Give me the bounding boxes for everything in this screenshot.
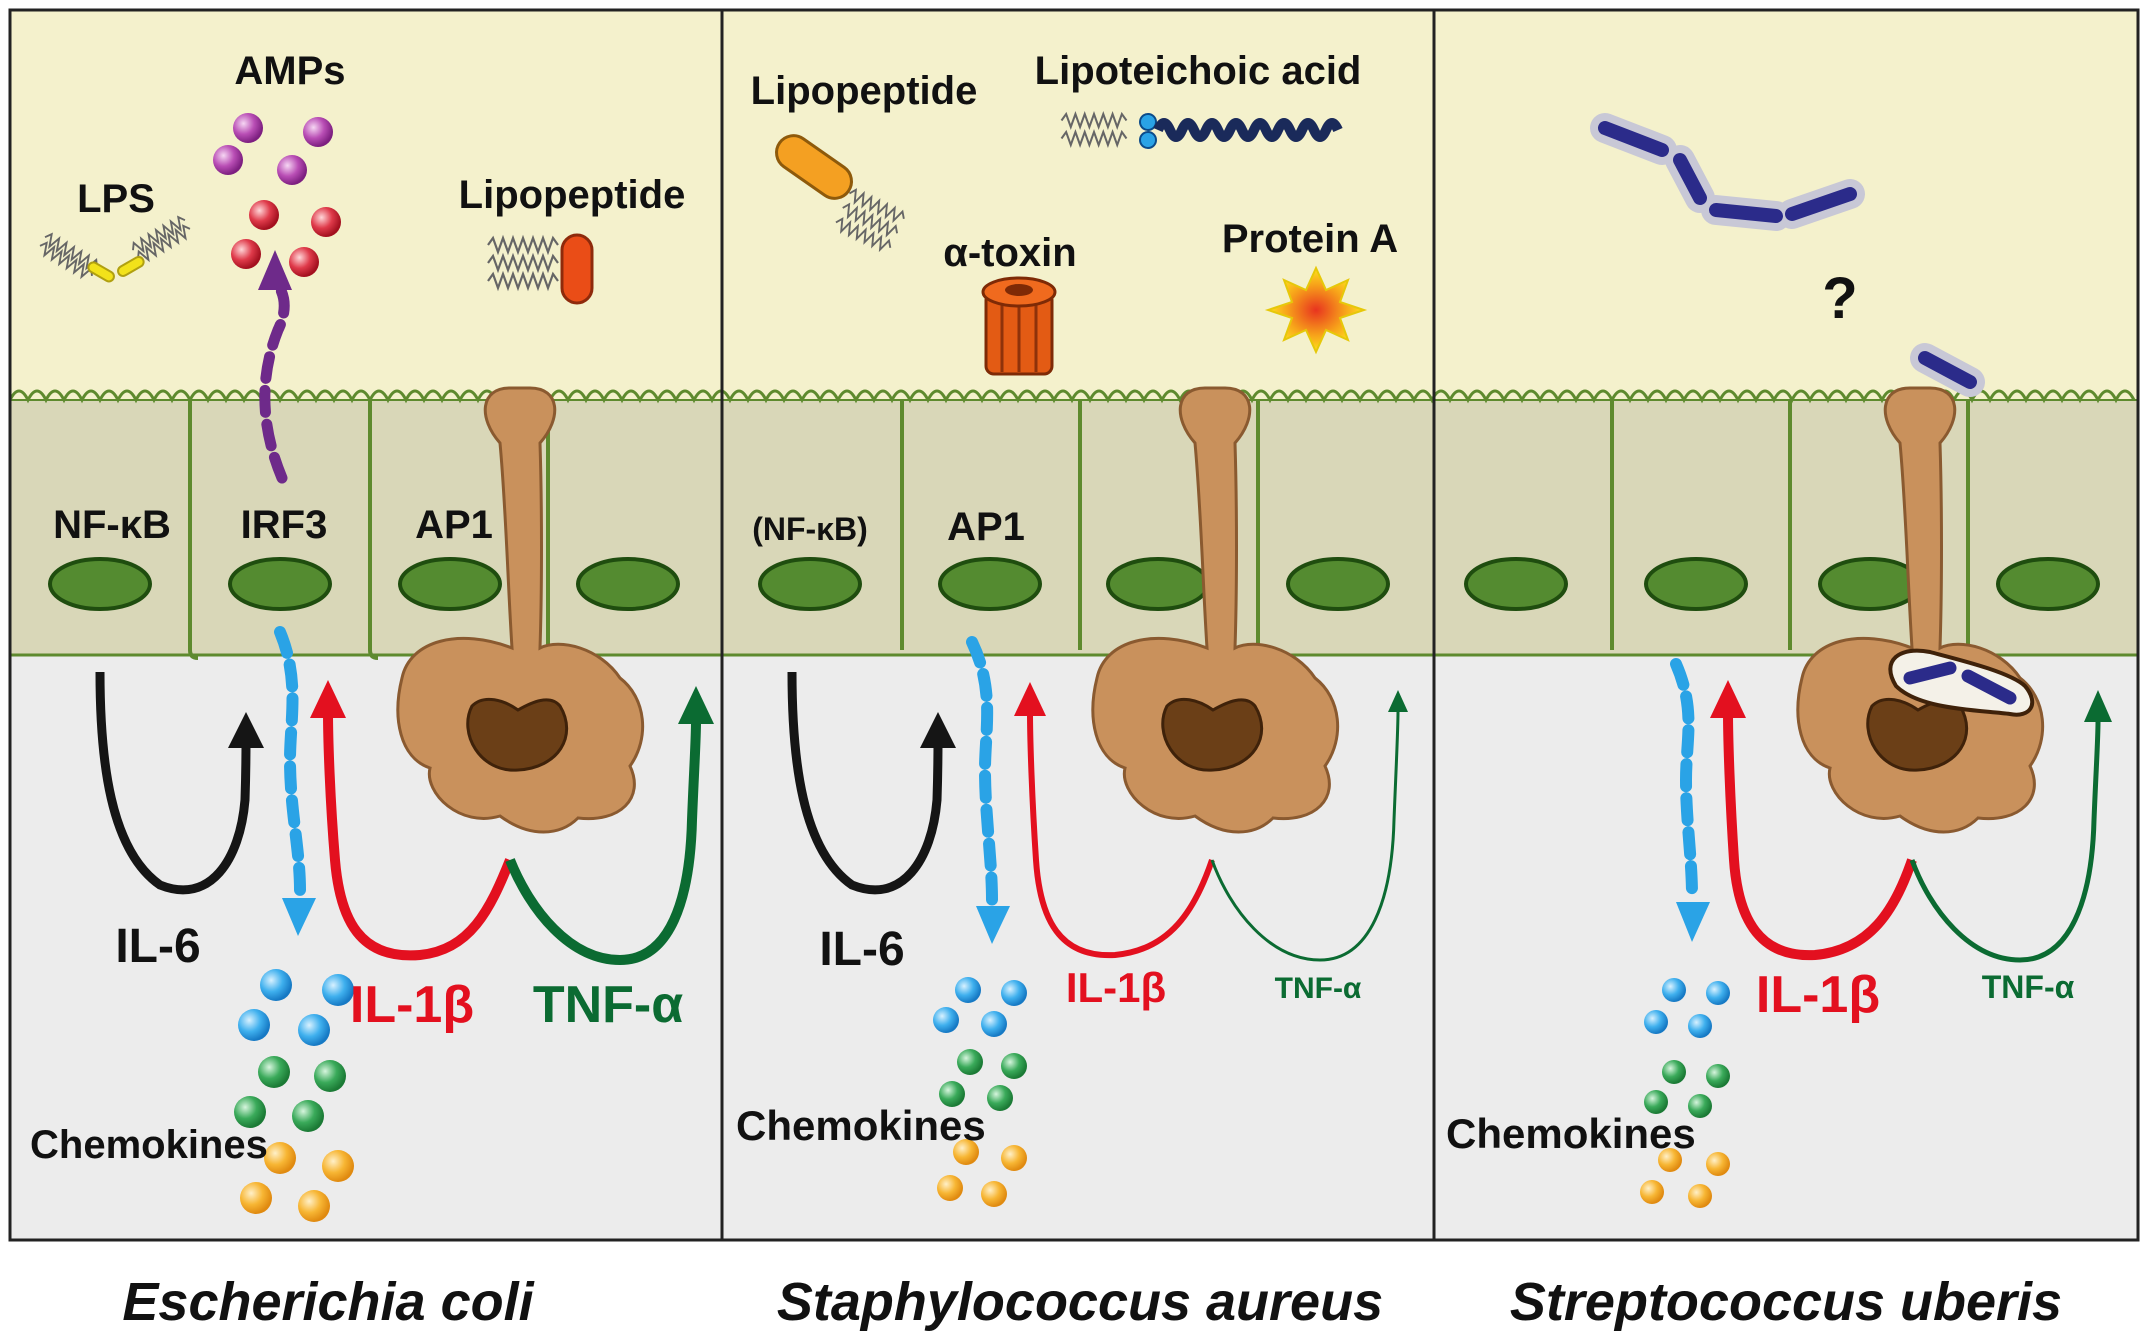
label-protein-a: Protein A	[1222, 217, 1398, 261]
streptococcus-chain	[1590, 113, 1985, 397]
label-nfkb: (NF-κB)	[752, 511, 868, 547]
epithelial-cell-borders	[188, 400, 1970, 660]
labels-suberis: ? IL-1β TNF-α Chemokines	[1446, 266, 2075, 1157]
label-question: ?	[1822, 266, 1857, 331]
label-nfkb: NF-κB	[53, 503, 171, 547]
label-il1b: IL-1β	[1756, 966, 1880, 1024]
labels-saureus: Lipopeptide Lipoteichoic acid α-toxin Pr…	[736, 49, 1398, 1149]
tnfa-arrow-suberis	[1909, 690, 2112, 963]
label-il1b: IL-1β	[1066, 964, 1166, 1011]
caption-suberis: Streptococcus uberis	[1510, 1272, 2062, 1332]
caption-ecoli: Escherichia coli	[122, 1272, 534, 1332]
chemokine-particles-saureus	[933, 977, 1027, 1207]
labels-ecoli: LPS AMPs Lipopeptide NF-κB IRF3 AP1 IL-6…	[30, 49, 685, 1167]
label-chemokines: Chemokines	[1446, 1110, 1696, 1157]
label-tnfa: TNF-α	[533, 976, 683, 1034]
chemokine-path-suberis	[1670, 658, 1710, 942]
label-irf3: IRF3	[241, 503, 328, 547]
amp-particles	[213, 113, 341, 277]
alpha-toxin	[981, 276, 1057, 376]
label-il1b: IL-1β	[350, 976, 474, 1034]
label-amps: AMPs	[234, 49, 345, 93]
caption-saureus: Staphylococcus aureus	[777, 1272, 1383, 1332]
chemokine-particles-suberis	[1640, 978, 1730, 1208]
lipopeptide-ecoli	[486, 233, 594, 305]
label-tnfa: TNF-α	[1982, 969, 2075, 1005]
label-tnfa: TNF-α	[1275, 972, 1362, 1005]
lipoteichoic-acid	[1059, 112, 1343, 149]
il1b-arrow-suberis	[1710, 680, 1917, 961]
tnfa-arrow-ecoli	[505, 686, 714, 966]
label-alpha-toxin: α-toxin	[943, 231, 1076, 275]
epithelium-layer	[8, 389, 2138, 657]
label-il6: IL-6	[819, 923, 904, 976]
label-lipopeptide: Lipopeptide	[751, 69, 978, 113]
panel-frames	[8, 8, 2140, 1242]
panel-captions: Escherichia coli Staphylococcus aureus S…	[122, 1272, 2062, 1332]
label-ap1: AP1	[947, 505, 1025, 549]
il6-loop-saureus	[787, 671, 956, 895]
label-chemokines: Chemokines	[736, 1102, 986, 1149]
protein-a	[1264, 265, 1368, 355]
chemokine-path-ecoli	[274, 626, 316, 936]
il6-loop-ecoli	[95, 671, 264, 895]
label-lipoteichoic-acid: Lipoteichoic acid	[1035, 49, 1362, 93]
label-lps: LPS	[77, 177, 155, 221]
chemokine-particles-ecoli	[234, 969, 354, 1222]
label-chemokines: Chemokines	[30, 1123, 268, 1167]
tnfa-arrow-saureus	[1210, 690, 1408, 962]
il1b-arrow-ecoli	[310, 680, 515, 961]
label-lipopeptide: Lipopeptide	[459, 173, 686, 217]
chemokine-path-saureus	[966, 636, 1010, 944]
label-il6: IL-6	[115, 920, 200, 973]
phagocytosed-bacteria	[1888, 648, 2035, 717]
label-ap1: AP1	[415, 503, 493, 547]
il1b-arrow-saureus	[1014, 682, 1215, 959]
amp-secretion-arrow	[258, 250, 292, 484]
lps-molecules	[36, 214, 194, 283]
lipopeptide-saureus	[775, 134, 908, 255]
